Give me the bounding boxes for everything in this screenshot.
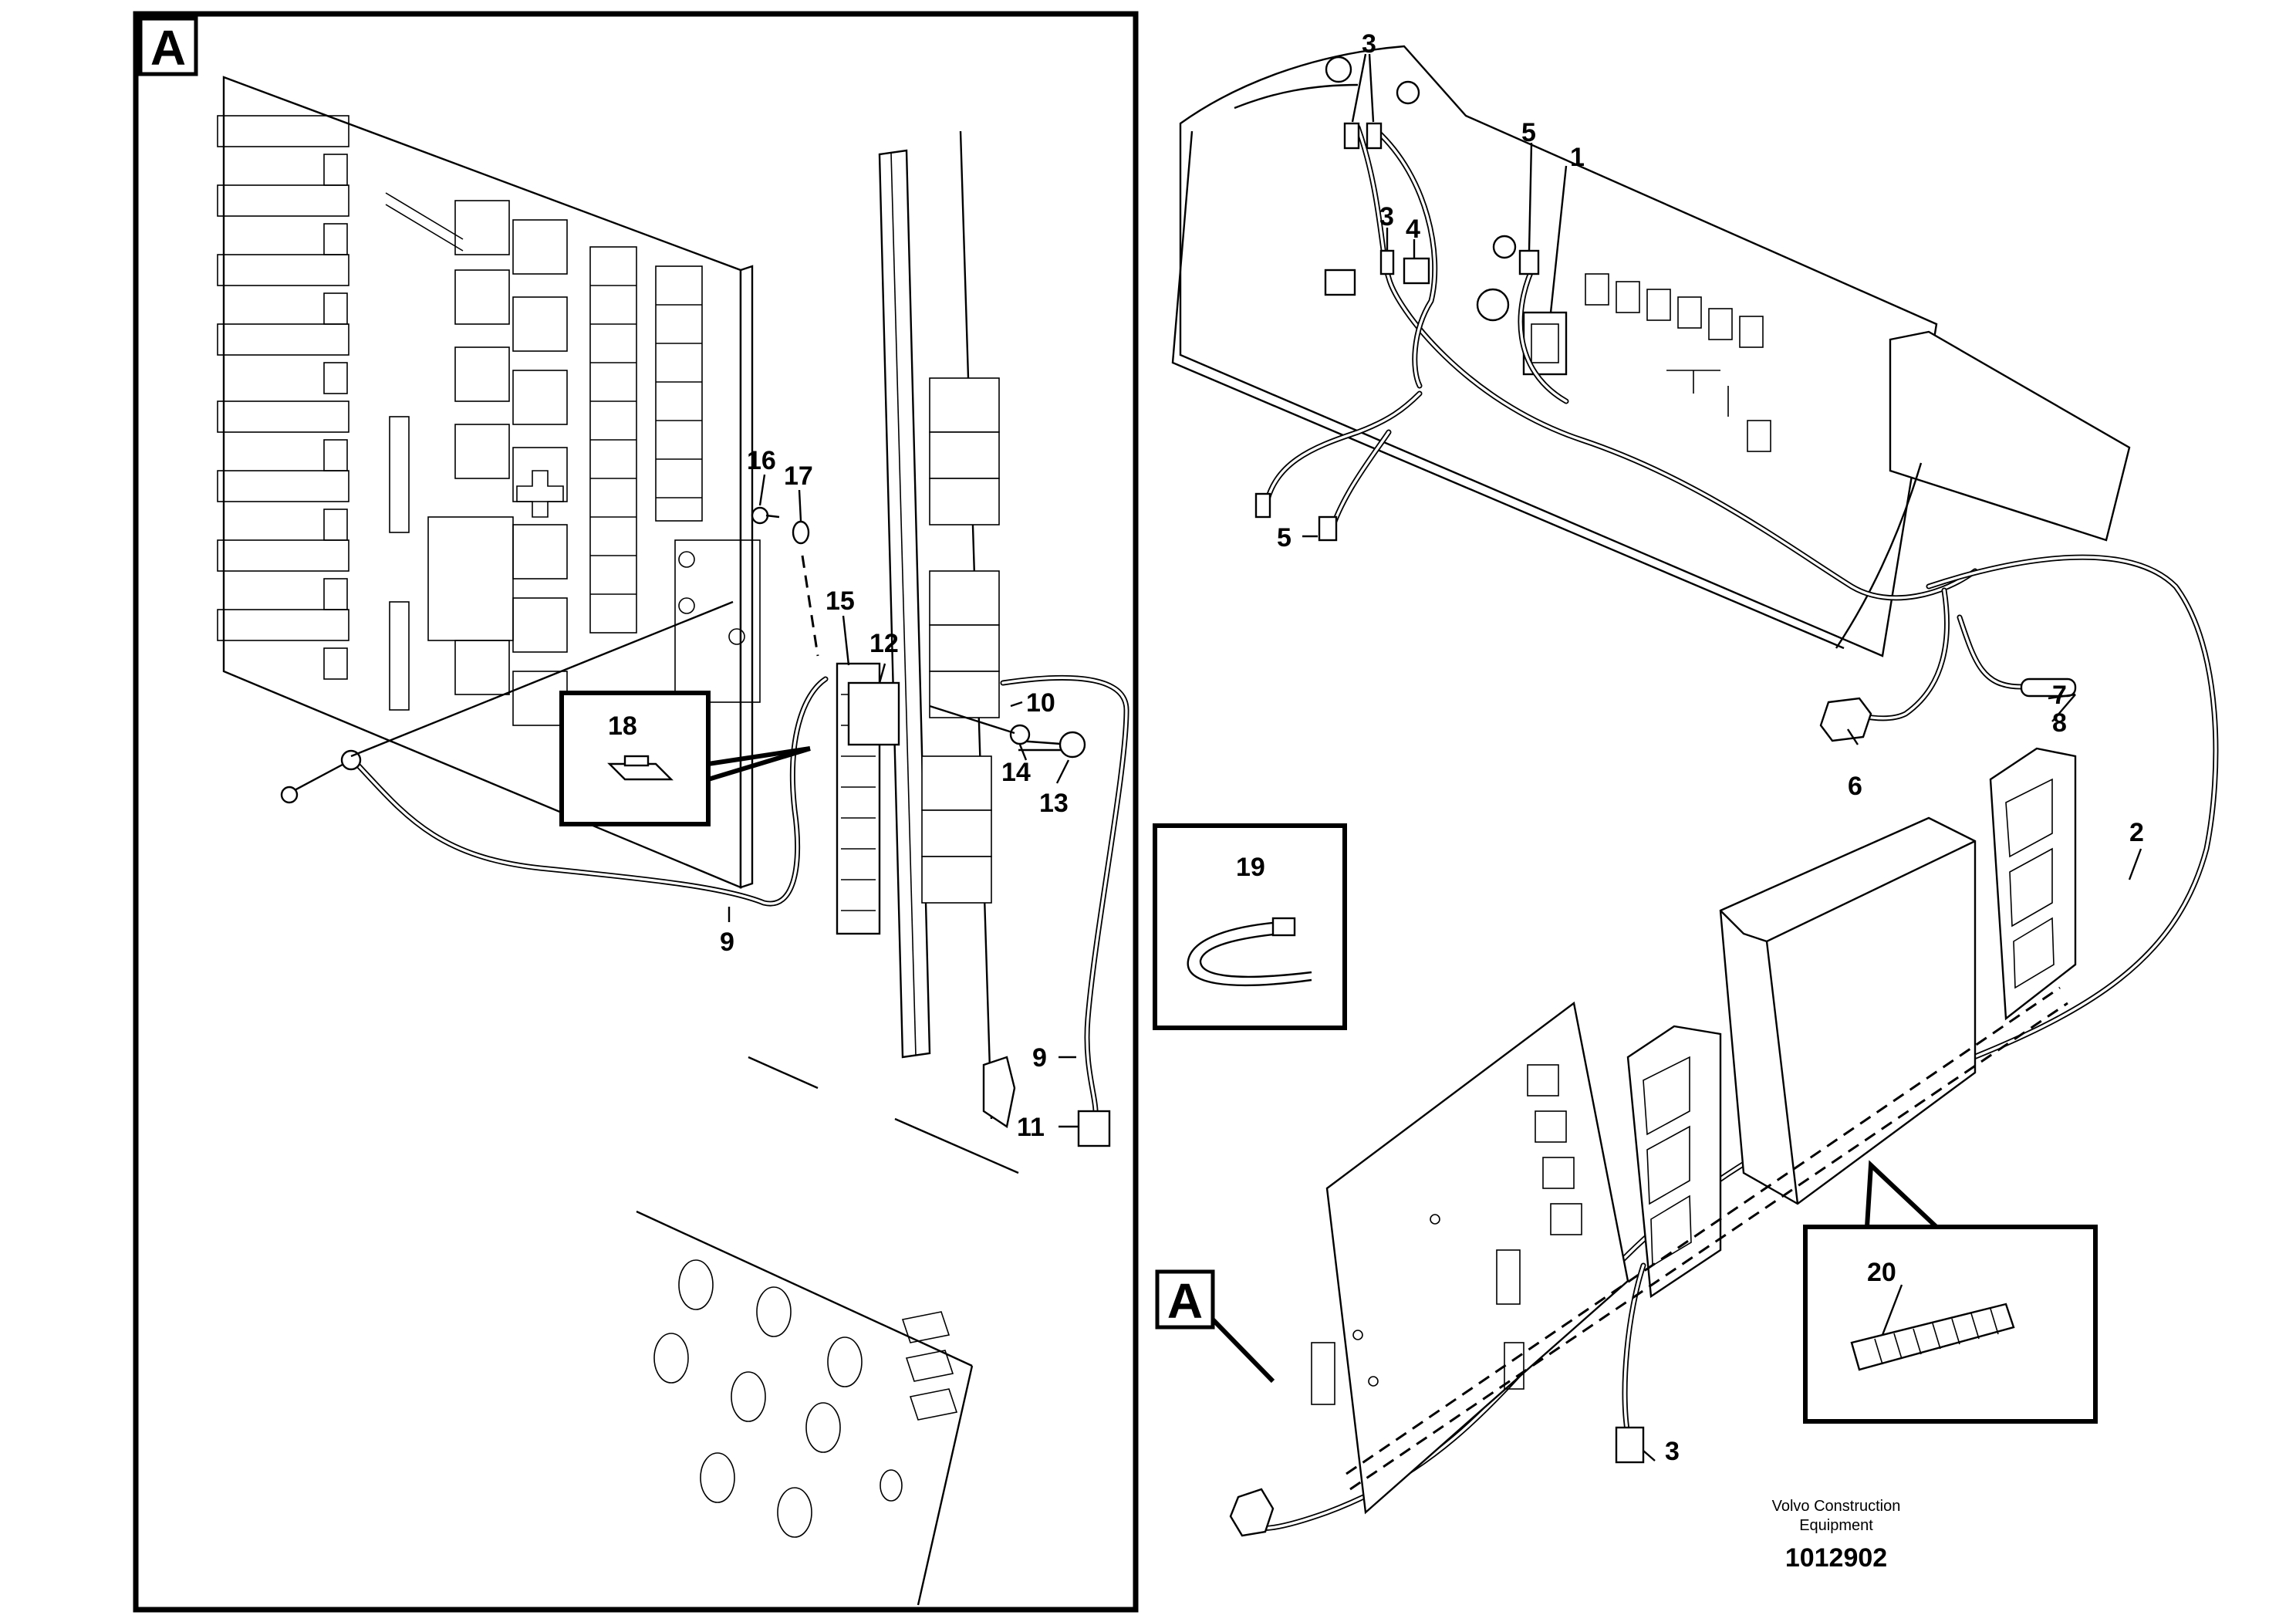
guide-lines [748, 1056, 1019, 1174]
bottom-panel [636, 1210, 974, 1606]
callout-15: 15 [826, 586, 855, 616]
fuse-rail [836, 130, 1000, 1120]
callout-1: 1 [1570, 143, 1585, 172]
detail-a-ref-letter: A [1167, 1273, 1203, 1329]
callout-12: 12 [869, 629, 899, 658]
callout-3-mid: 3 [1379, 202, 1394, 231]
callout-2: 2 [2129, 818, 2144, 847]
circuit-board [217, 76, 761, 889]
callout-9-right: 9 [1032, 1043, 1047, 1073]
callout-13: 13 [1039, 789, 1069, 818]
brand-line-2: Equipment [1799, 1517, 1873, 1534]
callout-11: 11 [1017, 1113, 1045, 1142]
inset-19 [1153, 823, 1347, 1030]
inset-18 [559, 691, 811, 826]
callout-20: 20 [1867, 1258, 1896, 1287]
drawing-number: 1012902 [1785, 1543, 1887, 1573]
washer-14 [1009, 724, 1031, 745]
callout-17: 17 [784, 461, 813, 491]
harness-end-connector [1229, 1488, 1275, 1537]
callout-5-top: 5 [1521, 118, 1536, 147]
callout-14: 14 [1001, 758, 1031, 787]
callout-9-left: 9 [720, 928, 734, 957]
inset-20 [1803, 1160, 2098, 1424]
detail-a-letter: A [150, 20, 186, 76]
callout-19: 19 [1236, 853, 1265, 882]
instrument-panel [1171, 45, 2131, 657]
ground-cable-9 [280, 600, 829, 907]
callout-3-lower: 3 [1665, 1437, 1680, 1466]
bracket-right [1989, 747, 2077, 1021]
callout-7: 7 [2052, 681, 2067, 710]
leader-lines [728, 53, 2142, 1461]
detail-a-frame: A [133, 11, 1139, 1613]
control-board [1311, 1001, 1629, 1515]
callout-5-bottom: 5 [1277, 523, 1292, 552]
bolt-13 [1018, 731, 1086, 759]
washer-17 [792, 520, 810, 545]
connector-3-lower [1615, 1426, 1645, 1464]
ecu-module [1719, 816, 1977, 1205]
brand-line-1: Volvo Construction [1772, 1498, 1901, 1515]
callout-6: 6 [1848, 772, 1862, 801]
detail-a-letter-box [138, 16, 198, 76]
callout-4: 4 [1406, 215, 1420, 244]
callout-3-top: 3 [1362, 29, 1376, 59]
callout-16: 16 [747, 446, 776, 475]
detail-a-reference: A [1155, 1269, 1275, 1384]
panel-connectors [1254, 122, 2077, 742]
callout-18: 18 [608, 711, 637, 741]
callout-8: 8 [2052, 708, 2067, 738]
callout-10: 10 [1026, 688, 1055, 718]
screw-16 [751, 506, 780, 525]
bracket-left [1626, 1025, 1722, 1299]
cable-9-right [982, 674, 1129, 1147]
